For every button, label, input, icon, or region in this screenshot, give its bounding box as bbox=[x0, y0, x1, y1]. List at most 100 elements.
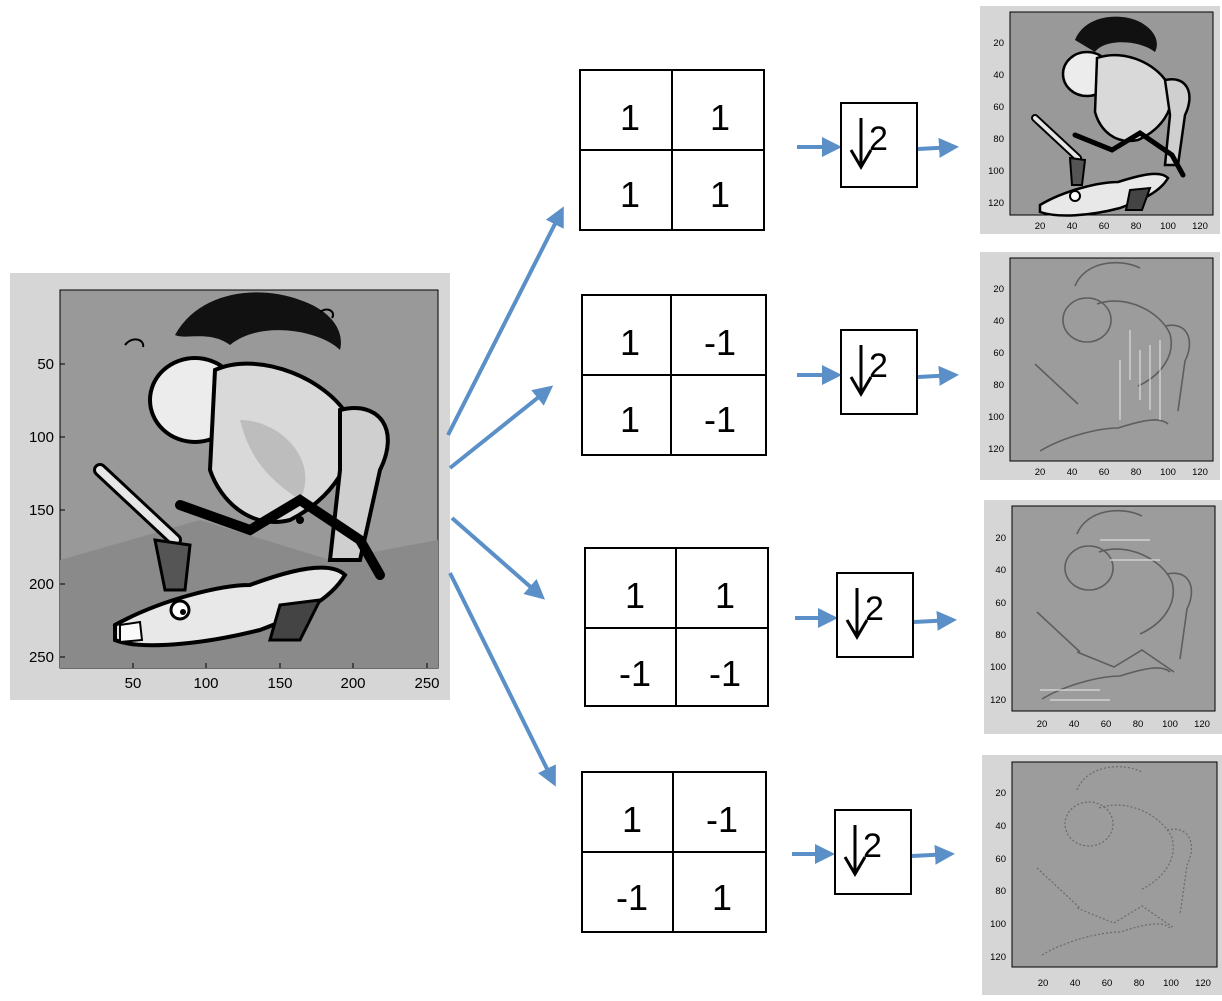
y-tick-label: 60 bbox=[993, 348, 1004, 359]
ll-image bbox=[1031, 16, 1191, 217]
branch-arrow bbox=[448, 572, 556, 787]
downsample-factor: 2 bbox=[863, 827, 882, 865]
input-y-axis: 50 100 150 200 250 bbox=[29, 356, 65, 666]
ll-x-axis: 20 40 60 80 100 120 bbox=[1035, 221, 1208, 232]
y-tick-label: 250 bbox=[29, 649, 54, 666]
plot-area bbox=[1011, 505, 1216, 712]
downsample-box bbox=[840, 329, 918, 415]
hh-edges bbox=[1036, 766, 1192, 956]
downsample-factor: 2 bbox=[865, 590, 884, 628]
filter-cell: 1 bbox=[620, 97, 640, 138]
y-tick-label: 80 bbox=[993, 380, 1004, 391]
y-tick-label: 100 bbox=[990, 919, 1006, 930]
x-tick-label: 100 bbox=[1160, 467, 1176, 478]
input-x-axis: 50 100 150 200 250 bbox=[125, 663, 440, 692]
y-tick-label: 150 bbox=[29, 502, 54, 519]
filter-cell: -1 bbox=[704, 399, 736, 440]
down-arrow-icon bbox=[849, 118, 873, 170]
filter-cell: 1 bbox=[620, 399, 640, 440]
y-tick-label: 200 bbox=[29, 576, 54, 593]
plot-area bbox=[1011, 761, 1218, 968]
filter-cell: 1 bbox=[622, 799, 642, 840]
hl-vertical-highlights bbox=[1119, 330, 1161, 420]
y-tick-label: 80 bbox=[995, 630, 1006, 641]
filter-cell: 1 bbox=[715, 575, 735, 616]
y-tick-label: 120 bbox=[990, 695, 1006, 706]
filter-cell: -1 bbox=[704, 322, 736, 363]
filter-row-1: 1 1 1 1 2 bbox=[579, 69, 959, 231]
x-tick-label: 20 bbox=[1035, 221, 1046, 232]
branch-arrow bbox=[446, 206, 564, 436]
down-arrow-icon bbox=[845, 588, 869, 640]
ll-y-axis: 20 40 60 80 100 120 bbox=[988, 38, 1004, 209]
filter-row-3: 1 1 -1 -1 2 bbox=[584, 547, 957, 707]
y-tick-label: 50 bbox=[37, 356, 54, 373]
y-tick-label: 60 bbox=[993, 102, 1004, 113]
x-tick-label: 40 bbox=[1069, 719, 1080, 730]
y-tick-label: 20 bbox=[995, 533, 1006, 544]
x-tick-label: 100 bbox=[1160, 221, 1176, 232]
output-plot-hl: 20 40 60 80 100 120 20 40 60 80 100 120 bbox=[980, 252, 1220, 480]
y-tick-label: 40 bbox=[993, 316, 1004, 327]
x-tick-label: 80 bbox=[1131, 221, 1142, 232]
y-tick-label: 100 bbox=[29, 429, 54, 446]
input-image bbox=[60, 292, 438, 668]
downsample-factor: 2 bbox=[869, 347, 888, 385]
down-arrow-icon bbox=[843, 825, 867, 877]
y-tick-label: 100 bbox=[990, 662, 1006, 673]
x-tick-label: 40 bbox=[1067, 221, 1078, 232]
branch-arrow bbox=[450, 516, 546, 600]
hh-y-axis: 20 40 60 80 100 120 bbox=[990, 788, 1006, 963]
output-plot-ll: 20 40 60 80 100 120 20 40 60 80 100 120 bbox=[980, 6, 1220, 234]
output-plot-hh: 20 40 60 80 100 120 20 40 60 80 100 120 bbox=[982, 755, 1222, 995]
x-tick-label: 120 bbox=[1192, 221, 1208, 232]
downsample-box bbox=[836, 572, 914, 658]
filter-cell: -1 bbox=[709, 653, 741, 694]
y-tick-label: 40 bbox=[995, 565, 1006, 576]
x-tick-label: 60 bbox=[1101, 719, 1112, 730]
hl-y-axis: 20 40 60 80 100 120 bbox=[988, 284, 1004, 455]
y-tick-label: 100 bbox=[988, 412, 1004, 423]
x-tick-label: 40 bbox=[1067, 467, 1078, 478]
y-tick-label: 100 bbox=[988, 166, 1004, 177]
filter-cell: 1 bbox=[710, 97, 730, 138]
x-tick-label: 20 bbox=[1035, 467, 1046, 478]
y-tick-label: 120 bbox=[990, 952, 1006, 963]
filter-cell: -1 bbox=[706, 799, 738, 840]
y-tick-label: 20 bbox=[993, 284, 1004, 295]
filter-cell: 1 bbox=[710, 174, 730, 215]
y-tick-label: 80 bbox=[993, 134, 1004, 145]
x-tick-label: 120 bbox=[1195, 978, 1211, 989]
y-tick-label: 120 bbox=[988, 444, 1004, 455]
x-tick-label: 100 bbox=[1162, 719, 1178, 730]
filter-cell: -1 bbox=[616, 877, 648, 918]
x-tick-label: 80 bbox=[1133, 719, 1144, 730]
filter-row-4: 1 -1 -1 1 2 bbox=[581, 771, 955, 933]
y-tick-label: 80 bbox=[995, 886, 1006, 897]
x-tick-label: 40 bbox=[1070, 978, 1081, 989]
down-arrow-icon bbox=[849, 345, 873, 397]
filter-cell: 1 bbox=[625, 575, 645, 616]
output-plot-lh: 20 40 60 80 100 120 20 40 60 80 100 120 bbox=[984, 500, 1222, 734]
lh-edges bbox=[1036, 509, 1193, 700]
filter-cell: 1 bbox=[620, 174, 640, 215]
x-tick-label: 20 bbox=[1037, 719, 1048, 730]
y-tick-label: 20 bbox=[995, 788, 1006, 799]
filter-cell: 1 bbox=[620, 322, 640, 363]
downsample-box bbox=[834, 809, 912, 895]
branch-arrow bbox=[448, 385, 554, 470]
hh-x-axis: 20 40 60 80 100 120 bbox=[1038, 978, 1211, 989]
y-tick-label: 60 bbox=[995, 854, 1006, 865]
y-tick-label: 40 bbox=[993, 70, 1004, 81]
y-tick-label: 40 bbox=[995, 821, 1006, 832]
x-tick-label: 60 bbox=[1099, 221, 1110, 232]
x-tick-label: 60 bbox=[1102, 978, 1113, 989]
x-tick-label: 200 bbox=[340, 675, 365, 692]
downsample-factor: 2 bbox=[869, 120, 888, 158]
lh-y-axis: 20 40 60 80 100 120 bbox=[990, 533, 1006, 706]
hl-x-axis: 20 40 60 80 100 120 bbox=[1035, 467, 1208, 478]
x-tick-label: 60 bbox=[1099, 467, 1110, 478]
x-tick-label: 20 bbox=[1038, 978, 1049, 989]
hl-edges bbox=[1034, 261, 1191, 452]
